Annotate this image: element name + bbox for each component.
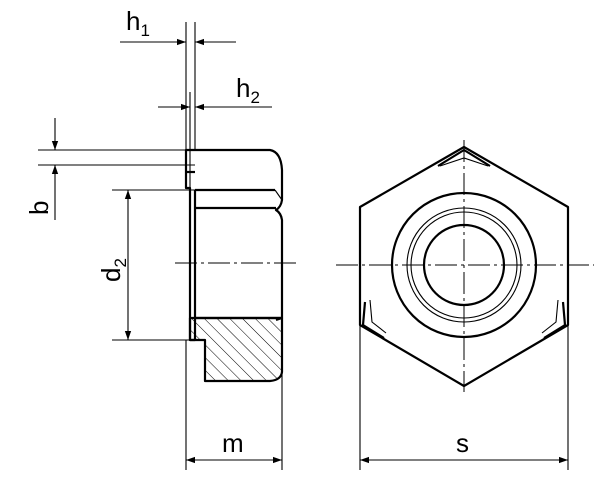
left-boss [361, 301, 385, 339]
dimension-lines [38, 22, 569, 470]
side-view [175, 148, 296, 383]
dimension-labels: h1 h2 b d2 m s [24, 6, 469, 458]
right-boss-inner [541, 299, 559, 334]
front-view [336, 140, 594, 392]
label-h1: h1 [126, 6, 150, 40]
label-d2: d2 [96, 258, 130, 282]
chamfer-line [274, 189, 283, 201]
label-b: b [24, 201, 54, 215]
nut-body-outline [195, 148, 284, 262]
lower-body-right [275, 262, 284, 322]
left-boss-inner [369, 299, 387, 334]
label-h2: h2 [236, 73, 260, 107]
section-hatch [188, 316, 284, 383]
right-boss [543, 301, 567, 339]
label-s: s [456, 428, 469, 458]
label-m: m [222, 428, 244, 458]
